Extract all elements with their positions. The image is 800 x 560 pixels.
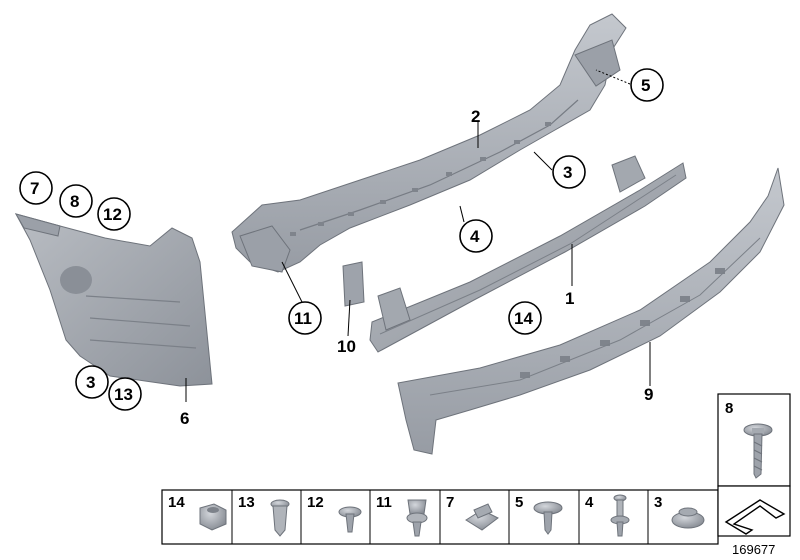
svg-text:4: 4 [470, 227, 480, 246]
expansion-rivet-icon [270, 499, 290, 537]
callout-3-lower: 3 [75, 365, 109, 399]
callout-13: 13 [108, 377, 142, 411]
callout-9: 9 [644, 385, 653, 404]
reference-symbol-box [717, 485, 791, 537]
svg-text:5: 5 [641, 76, 650, 95]
callout-8: 8 [59, 184, 93, 218]
clip-fastener-icon [406, 499, 428, 537]
hardware-cell-7: 7 [446, 494, 499, 531]
svg-text:8: 8 [70, 192, 79, 211]
flange-nut-icon [671, 507, 705, 529]
hardware-cell-4: 4 [585, 494, 630, 537]
hardware-cell-5: 5 [515, 494, 563, 535]
svg-text:8: 8 [725, 400, 733, 417]
svg-text:7: 7 [30, 179, 39, 198]
svg-text:11: 11 [376, 494, 392, 511]
callout-7: 7 [19, 171, 53, 205]
callout-5: 5 [630, 68, 664, 102]
svg-text:7: 7 [446, 494, 454, 511]
pad-part [342, 261, 365, 307]
hardware-strip: 14 13 12 11 [161, 485, 791, 545]
hardware-cell-13: 13 [238, 494, 290, 537]
hardware-cell-3: 3 [654, 494, 705, 529]
svg-text:3: 3 [86, 373, 95, 392]
bolt-detail-box: 8 [717, 393, 791, 487]
callout-4: 4 [459, 219, 493, 253]
callout-1: 1 [565, 289, 574, 308]
push-pin-icon [610, 494, 630, 537]
svg-text:11: 11 [294, 309, 312, 328]
hardware-cell-12: 12 [307, 494, 362, 533]
hex-nut-icon [199, 503, 227, 531]
svg-text:3: 3 [563, 163, 572, 182]
bumper-bar [369, 155, 687, 353]
flange-screw-icon [338, 506, 362, 533]
callout-14: 14 [508, 301, 542, 335]
svg-text:13: 13 [238, 494, 255, 511]
svg-text:5: 5 [515, 494, 523, 511]
callout-10: 10 [337, 337, 356, 356]
svg-text:3: 3 [654, 494, 662, 511]
callout-2: 2 [471, 107, 480, 126]
svg-text:2: 2 [471, 107, 480, 126]
hardware-cell-11: 11 [376, 494, 428, 537]
leader-lines [185, 69, 651, 402]
upper-carrier-beam [231, 13, 627, 273]
washer-screw-icon [533, 501, 563, 535]
callout-11: 11 [288, 301, 322, 335]
svg-text:14: 14 [514, 309, 533, 328]
svg-text:13: 13 [114, 385, 133, 404]
lower-bumper-carrier [397, 167, 785, 455]
callout-3-upper: 3 [552, 155, 586, 189]
svg-text:6: 6 [180, 409, 189, 428]
callout-6: 6 [180, 409, 189, 428]
svg-text:10: 10 [337, 337, 356, 356]
svg-text:9: 9 [644, 385, 653, 404]
clip-nut-icon [465, 503, 499, 531]
svg-text:1: 1 [565, 289, 574, 308]
hardware-cell-14: 14 [168, 494, 227, 531]
callout-12: 12 [97, 197, 131, 231]
svg-text:4: 4 [585, 494, 594, 511]
svg-text:14: 14 [168, 494, 185, 511]
reference-number: 169677 [732, 542, 775, 557]
bolt-icon [743, 423, 773, 479]
side-bracket [14, 213, 213, 387]
svg-text:12: 12 [307, 494, 324, 511]
svg-text:12: 12 [103, 205, 122, 224]
symbol-arrow-icon [724, 499, 786, 535]
